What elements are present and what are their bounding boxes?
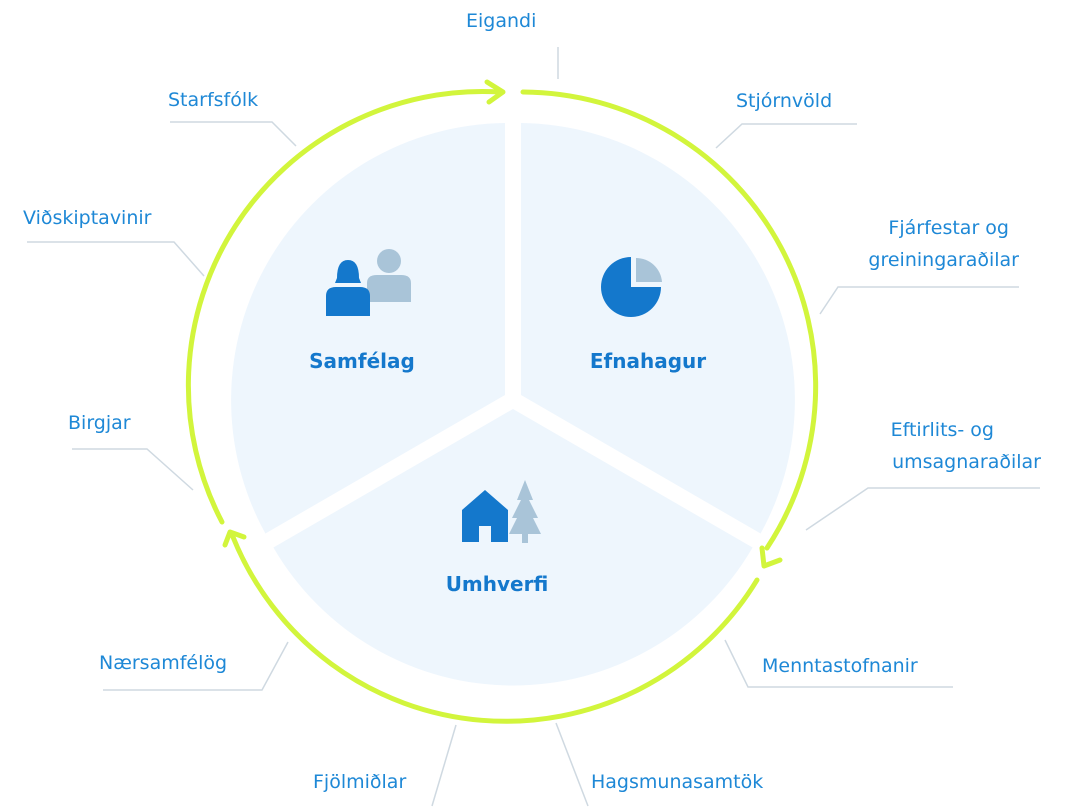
connector-eftirlits bbox=[805, 487, 1040, 531]
ring-arrowheads bbox=[222, 79, 783, 569]
label-starfsfolk: Starfsfólk bbox=[168, 89, 259, 111]
label-vidskiptavinir: Viðskiptavinir bbox=[23, 207, 152, 229]
connector-vidskiptavinir bbox=[27, 241, 205, 277]
connector-hagsmunasamtok bbox=[555, 722, 589, 807]
segment-title-efnahagur: Efnahagur bbox=[589, 349, 707, 373]
segment-title-samfelag: Samfélag bbox=[309, 349, 415, 373]
label-eftirlits-line1: Eftirlits- og bbox=[890, 419, 994, 441]
connector-naersamfelog bbox=[103, 641, 289, 691]
label-naersamfelog: Nærsamfélög bbox=[99, 652, 228, 674]
connector-birgjar bbox=[72, 448, 194, 491]
ring-arc-left bbox=[185, 88, 503, 525]
connector-stjornvold bbox=[715, 123, 857, 149]
label-fjolmidlar: Fjölmiðlar bbox=[313, 771, 407, 793]
arrowhead-top bbox=[484, 79, 506, 105]
connector-fjolmidlar bbox=[431, 724, 457, 807]
ring-arc-right bbox=[520, 89, 819, 551]
label-hagsmunasamtok: Hagsmunasamtök bbox=[591, 771, 764, 793]
label-fjarfestar-line2: greiningaraðilar bbox=[868, 249, 1019, 271]
label-menntastofnanir: Menntastofnanir bbox=[762, 655, 918, 677]
connector-fjarfestar bbox=[819, 286, 1019, 315]
lifecycle-ring bbox=[185, 88, 819, 724]
segment-samfelag bbox=[231, 123, 506, 534]
segment-umhverfi bbox=[273, 409, 753, 686]
connector-menntastofnanir bbox=[724, 639, 953, 688]
label-eftirlits-line2: umsagnaraðilar bbox=[892, 451, 1041, 473]
ring-arc-bottom bbox=[230, 534, 760, 724]
pie-chart-icon bbox=[601, 257, 662, 317]
connector-starfsfolk bbox=[170, 121, 297, 147]
people-icon bbox=[326, 249, 411, 316]
label-birgjar: Birgjar bbox=[68, 412, 131, 434]
segment-efnahagur bbox=[521, 123, 795, 534]
house-tree-icon bbox=[462, 480, 541, 543]
connector-lines bbox=[27, 47, 1040, 807]
arrowhead-left bbox=[222, 529, 247, 548]
arrowhead-right bbox=[759, 545, 783, 569]
label-eigandi: Eigandi bbox=[466, 10, 537, 32]
label-fjarfestar-line1: Fjárfestar og bbox=[888, 217, 1009, 239]
label-stjornvold: Stjórnvöld bbox=[736, 90, 833, 112]
segment-title-umhverfi: Umhverfi bbox=[445, 572, 549, 596]
